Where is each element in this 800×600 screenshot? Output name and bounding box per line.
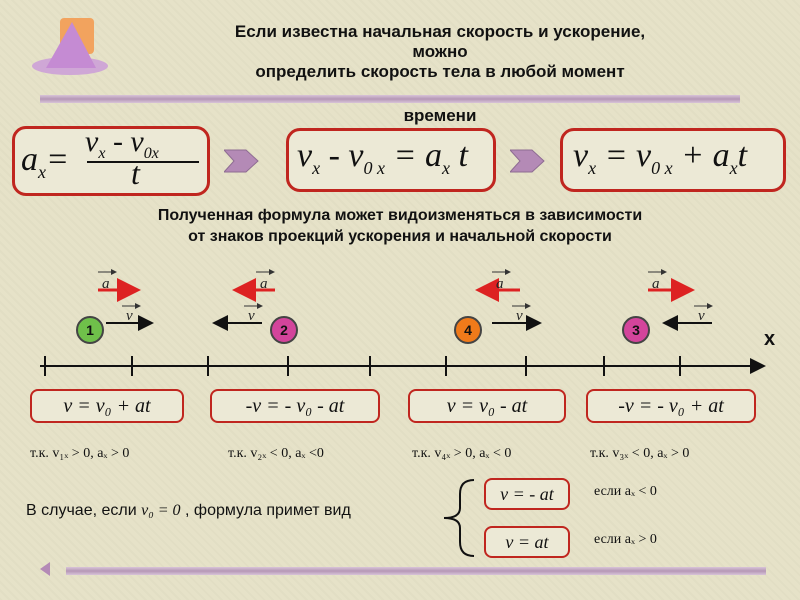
vector-diagram bbox=[40, 269, 766, 376]
case4-vectors bbox=[475, 269, 542, 331]
zero-v0-condition-negative: если aₓ < 0 bbox=[594, 484, 657, 499]
case3-equation: -v = - v₀ + at bbox=[586, 389, 756, 423]
velocity-label: v bbox=[698, 308, 705, 324]
page-title-line4: времени bbox=[403, 106, 477, 125]
footer-divider bbox=[66, 567, 766, 575]
subtitle: Полученная формула может видоизменяться … bbox=[157, 207, 643, 245]
chevron-left-icon bbox=[40, 562, 50, 576]
case2-condition: т.к. v₂ₓ < 0, aₓ <0 bbox=[228, 446, 324, 461]
case4-equation: v = v₀ - at bbox=[408, 389, 566, 423]
formula-box-result: vx = v0 x + axt bbox=[560, 128, 786, 192]
case-number-4: 4 bbox=[454, 316, 482, 344]
velocity-label: v bbox=[248, 308, 255, 324]
zero-v0-equation-negative: v = - at bbox=[484, 478, 570, 510]
case2-vectors bbox=[212, 269, 275, 331]
case1-equation: v = v₀ + at bbox=[30, 389, 184, 423]
accel-label: a bbox=[652, 276, 660, 292]
velocity-label: v bbox=[516, 308, 523, 324]
title-divider bbox=[40, 95, 740, 103]
chevron-right-icon bbox=[510, 149, 545, 173]
case-number-3: 3 bbox=[622, 316, 650, 344]
triangle-square-logo-icon bbox=[32, 18, 108, 75]
case4-condition: т.к. v₄ₓ > 0, aₓ < 0 bbox=[412, 446, 512, 461]
chevron-right-icon bbox=[224, 149, 259, 173]
formula-box-rearranged: vx - v0 x = ax t bbox=[286, 128, 496, 192]
x-axis bbox=[40, 356, 766, 376]
accel-label: a bbox=[102, 276, 110, 292]
curly-brace-icon bbox=[443, 479, 475, 557]
zero-v0-condition-positive: если aₓ > 0 bbox=[594, 532, 657, 547]
zero-v0-equation-positive: v = at bbox=[484, 526, 570, 558]
case-number-1: 1 bbox=[76, 316, 104, 344]
case3-condition: т.к. v₃ₓ < 0, aₓ > 0 bbox=[590, 446, 690, 461]
case-number-2: 2 bbox=[270, 316, 298, 344]
case1-condition: т.к. v₁ₓ > 0, aₓ > 0 bbox=[30, 446, 130, 461]
case1-vectors bbox=[98, 269, 154, 331]
zero-velocity-note: В случае, если v₀ = 0 , формула примет в… bbox=[26, 502, 351, 519]
case2-equation: -v = - v₀ - at bbox=[210, 389, 380, 423]
accel-label: a bbox=[496, 276, 504, 292]
axis-label: x bbox=[764, 328, 776, 350]
case3-vectors bbox=[648, 269, 713, 331]
velocity-label: v bbox=[126, 308, 133, 324]
formula-box-definition: ax= vx - v0x t bbox=[12, 125, 210, 196]
page-title: Если известна начальная скорость и ускор… bbox=[234, 22, 646, 81]
accel-label: a bbox=[260, 276, 268, 292]
